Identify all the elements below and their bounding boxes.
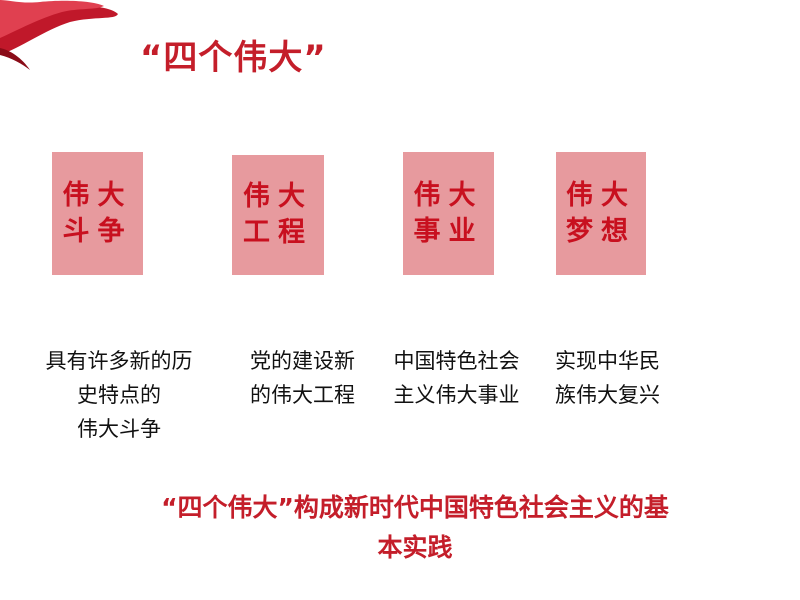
caption-line: 实现中华民: [555, 349, 660, 373]
caption-great-dream: 实现中华民 族伟大复兴: [540, 344, 675, 412]
caption-line: 党的建设新: [250, 349, 355, 373]
box-label-great-struggle: 伟大斗争: [62, 179, 133, 247]
caption-line: 具有许多新的历: [45, 349, 193, 373]
box-great-dream: 伟大梦想: [556, 152, 646, 275]
page-title: “四个伟大”: [140, 38, 327, 78]
caption-line: 中国特色社会: [393, 349, 520, 373]
caption-great-cause: 中国特色社会 主义伟大事业: [379, 344, 534, 412]
caption-line: 主义伟大事业: [393, 383, 520, 407]
conclusion-text: “四个伟大”构成新时代中国特色社会主义的基本实践: [161, 493, 669, 562]
box-great-cause: 伟大事业: [403, 152, 494, 275]
box-label-great-cause: 伟大事业: [413, 179, 484, 247]
caption-great-struggle: 具有许多新的历 史特点的 伟大斗争: [30, 344, 208, 446]
box-great-project: 伟大工程: [232, 155, 324, 275]
decorative-ribbon: [0, 0, 118, 70]
box-label-great-dream: 伟大梦想: [566, 179, 636, 247]
caption-line: 的伟大工程: [250, 383, 355, 407]
caption-line: 史特点的: [77, 383, 161, 407]
caption-line: 伟大斗争: [77, 417, 161, 441]
box-great-struggle: 伟大斗争: [52, 152, 143, 275]
caption-line: 族伟大复兴: [555, 383, 660, 407]
box-label-great-project: 伟大工程: [243, 181, 313, 248]
caption-great-project: 党的建设新 的伟大工程: [235, 344, 370, 412]
